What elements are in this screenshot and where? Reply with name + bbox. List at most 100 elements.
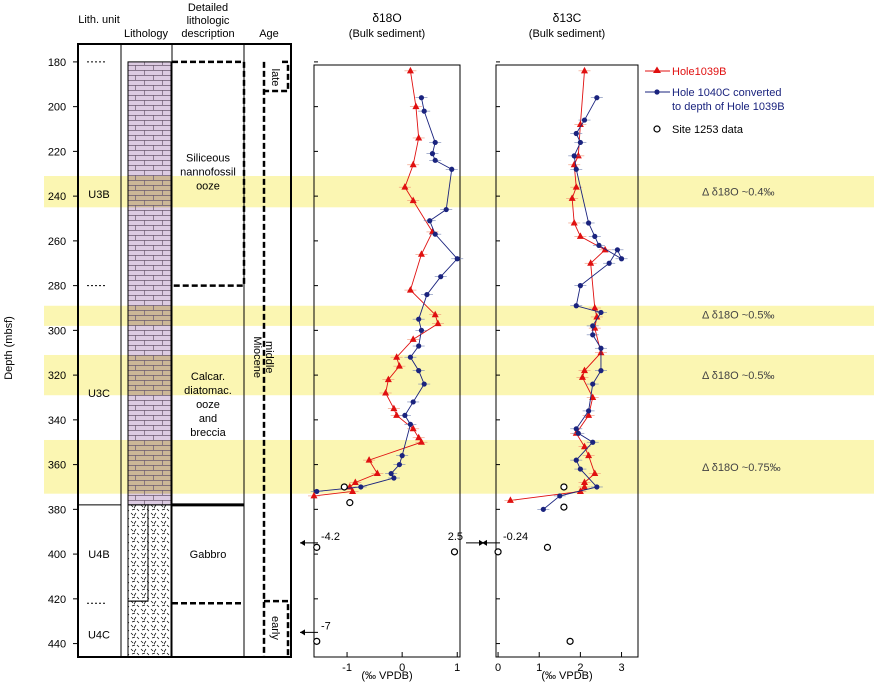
header-description-2: lithologic — [187, 15, 230, 27]
hole1039b-point — [409, 335, 417, 342]
hole1040c-point — [573, 426, 579, 432]
hole1039b-point — [580, 442, 588, 450]
depth-tick-label: 300 — [48, 325, 66, 337]
site1253-point — [566, 637, 574, 645]
age-middle: middle — [263, 341, 275, 373]
hole1040c-point — [432, 139, 438, 146]
legend-hole1039b-label: Hole1039B — [672, 66, 726, 78]
hole1040c-point — [598, 368, 604, 374]
hole1039b-point — [390, 404, 398, 412]
hole1040c-point — [443, 206, 449, 213]
hole1040c-point — [596, 242, 602, 248]
annotation-band4: Δ δ18O ~0.75‰ — [702, 462, 781, 474]
site1253-point — [313, 637, 321, 645]
hole1040c-point — [573, 130, 579, 137]
legend-site1253-label: Site 1253 data — [672, 124, 744, 136]
depth-tick-label: 380 — [48, 504, 66, 516]
x-tick-label: 2 — [577, 662, 583, 674]
description-line: Gabbro — [190, 549, 227, 561]
hole1039b-point — [417, 438, 425, 445]
hole1040c-point — [573, 303, 579, 309]
hole1039b-point — [576, 120, 584, 128]
hole1040c-point — [391, 475, 397, 481]
hole1040c-point — [407, 421, 414, 427]
hole1040c-point — [581, 117, 588, 123]
hole1040c-point — [577, 466, 583, 472]
header-age: Age — [259, 28, 279, 40]
hole1039b-point — [373, 469, 381, 477]
site1253-point — [543, 543, 552, 551]
description-line: nannofossil — [180, 167, 236, 179]
hole1040c-point — [358, 484, 364, 490]
hole1040c-point — [402, 412, 408, 418]
hole1039b-point — [580, 366, 588, 374]
lithology-column — [127, 61, 172, 658]
depth-tick-label: 200 — [48, 102, 66, 114]
highlight-band-2 — [44, 305, 874, 326]
hole1040c-point — [598, 309, 604, 316]
header-lith-unit: Lith. unit — [78, 14, 120, 26]
x-tick-label: 0 — [495, 662, 501, 674]
unit-label-u3c: U3C — [88, 388, 110, 400]
hole1040c-point — [573, 457, 579, 463]
hole1040c-point — [396, 461, 402, 468]
hole1040c-point — [594, 484, 600, 490]
column-headers: Lith. unit U3B Lithology Detailed lithol… — [78, 2, 279, 40]
hole1039b-point — [351, 478, 359, 485]
legend-hole1040c: Hole 1040C converted to depth of Hole 10… — [645, 87, 785, 113]
offscale-arrowhead — [482, 539, 487, 546]
age-late: late — [269, 69, 281, 87]
chart-title: δ13C — [553, 11, 582, 25]
depth-axis: Depth (mbsf) 180200220240260280300320340… — [3, 44, 79, 657]
description-line: ooze — [196, 181, 220, 193]
description-line: and — [199, 413, 217, 425]
hole1039b-point — [412, 102, 420, 110]
hole1040c-point — [454, 256, 460, 262]
hole1040c-point — [427, 218, 433, 224]
hole1039b-point — [417, 250, 425, 257]
x-axis-label: (‰ VPDB) — [541, 670, 592, 682]
depth-tick-label: 420 — [48, 594, 66, 606]
gabbro-lithology-upper — [127, 504, 149, 602]
hole1039b-point — [406, 286, 414, 293]
hole1039b-point — [580, 482, 588, 490]
offscale-arrowhead — [479, 539, 484, 546]
hole1040c-point — [590, 381, 596, 387]
highlight-band-3 — [44, 354, 874, 396]
band-annotations: Δ δ18O ~0.4‰Δ δ18O ~0.5‰Δ δ18O ~0.5‰Δ δ1… — [702, 187, 781, 474]
depth-axis-label: Depth (mbsf) — [3, 316, 15, 380]
age-early: early — [269, 616, 281, 640]
hole1040c-point — [592, 233, 598, 240]
hole1039b-point — [568, 194, 576, 201]
hole1039b-point — [572, 183, 580, 190]
offscale-label: -7 — [321, 620, 331, 632]
plot-frame — [495, 64, 639, 658]
site1253-point — [340, 483, 348, 491]
hole1039b-point — [591, 303, 599, 311]
hole1039b-point — [395, 362, 403, 369]
hole1039b-point — [585, 411, 593, 418]
site1253-point — [313, 543, 321, 551]
depth-tick-label: 400 — [48, 549, 66, 561]
hole1039b-point — [406, 66, 414, 74]
highlight-band-4 — [44, 439, 874, 494]
hole1040c-point — [416, 316, 422, 322]
description-line: ooze — [196, 399, 220, 411]
site1253-point — [560, 483, 568, 491]
hole1040c-point — [407, 354, 414, 360]
hole1040c-point — [590, 332, 596, 338]
unit-label-u4b: U4B — [88, 549, 109, 561]
depth-tick-label: 220 — [48, 146, 66, 158]
annotation-band3: Δ δ18O ~0.5‰ — [702, 370, 774, 382]
hole1039b-point — [393, 353, 401, 360]
hole1040c-point — [598, 345, 604, 351]
hole1039b-point — [415, 133, 423, 141]
hole1040c-point — [410, 399, 416, 405]
hole1040c-point — [577, 139, 583, 146]
age-late-bracket — [264, 60, 290, 93]
description-line: breccia — [190, 427, 226, 439]
